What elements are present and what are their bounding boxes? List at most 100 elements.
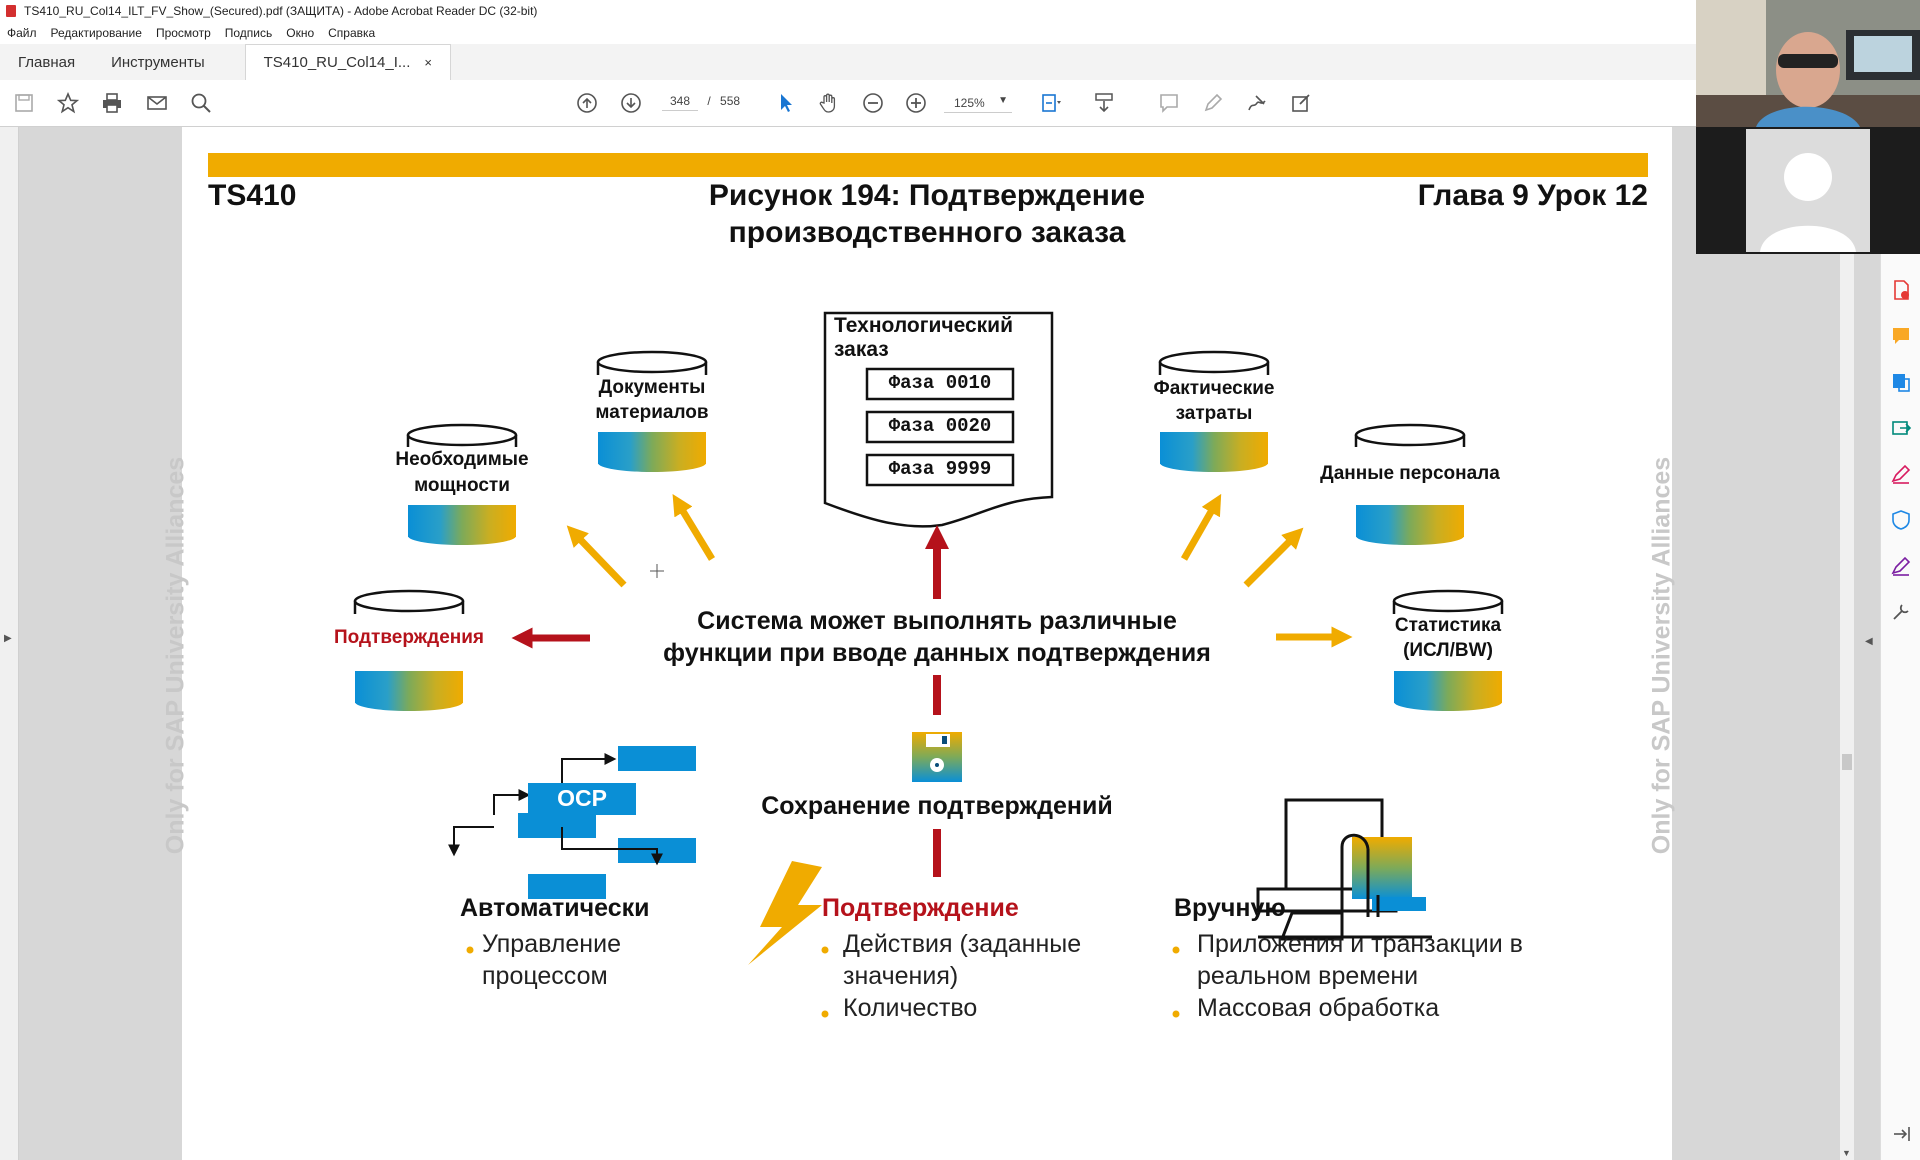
window-titlebar: TS410_RU_Col14_ILT_FV_Show_(Secured).pdf…: [0, 0, 1696, 22]
bullet: [821, 946, 829, 954]
auto-bullet-line1: Управление: [482, 930, 621, 958]
phase-9999: Фаза 9999: [888, 458, 992, 480]
export-convert-icon[interactable]: [1889, 370, 1913, 394]
phase-0020: Фаза 0020: [888, 415, 992, 437]
confirm-title: Подтверждение: [822, 894, 1019, 922]
phase-box-1: [865, 367, 1015, 401]
page-down-icon[interactable]: [619, 91, 643, 115]
arrow-to-documents: [672, 494, 715, 561]
left-collapse-panel[interactable]: ▶: [0, 127, 19, 1160]
slide-chapter: Глава 9 Урок 12: [1417, 179, 1648, 212]
more-tools-icon[interactable]: [1889, 600, 1913, 624]
save-icon[interactable]: [12, 91, 36, 115]
fill-sign-icon[interactable]: [1889, 462, 1913, 486]
db-costs-label-1: Фактические: [1153, 378, 1275, 399]
save-confirmations-label: Сохранение подтверждений: [761, 792, 1113, 820]
zoom-select[interactable]: 125% ▼: [944, 94, 1012, 113]
confirm-bullet1-line2: значения): [843, 962, 959, 990]
bullet: [1172, 946, 1180, 954]
auto-bullet-line2: процессом: [482, 962, 608, 990]
db-docs-label-2: материалов: [595, 402, 709, 423]
slide-title-line1: Рисунок 194: Подтверждение: [708, 179, 1146, 212]
menu-view[interactable]: Просмотр: [155, 26, 211, 40]
slide-course-code: TS410: [208, 179, 297, 212]
scroll-mode-icon[interactable]: [1092, 91, 1116, 115]
db-personnel-label: Данные персонала: [1320, 463, 1500, 484]
ocp-box: [528, 783, 636, 815]
manual-title: Вручную: [1174, 894, 1286, 922]
print-icon[interactable]: [100, 91, 124, 115]
tab-document-label: TS410_RU_Col14_I...: [263, 54, 411, 71]
page-navigator: 348 / 558: [662, 92, 740, 111]
db-statistics-icon: [1392, 589, 1504, 711]
manual-bullet2: Массовая обработка: [1197, 994, 1440, 1022]
arrow-to-personnel: [1243, 527, 1304, 588]
export-pdf-icon[interactable]: [1889, 278, 1913, 302]
menu-sign[interactable]: Подпись: [224, 26, 273, 40]
slide-title-line2: производственного заказа: [728, 216, 1126, 249]
menu-file[interactable]: Файл: [7, 26, 37, 40]
edit-share-icon[interactable]: [1289, 91, 1313, 115]
send-file-icon[interactable]: [1889, 416, 1913, 440]
floppy-disk-icon: [912, 732, 962, 782]
window-title: TS410_RU_Col14_ILT_FV_Show_(Secured).pdf…: [24, 4, 538, 18]
sign-icon[interactable]: [1245, 91, 1269, 115]
db-docs-label-1: Документы: [598, 377, 706, 398]
db-statistics-label-2: (ИСЛ/BW): [1403, 640, 1493, 661]
expand-left-icon[interactable]: ▶: [4, 633, 12, 644]
order-title-line1: Технологический: [834, 314, 1014, 337]
highlight-pen-icon[interactable]: [1201, 91, 1225, 115]
menu-help[interactable]: Справка: [328, 26, 376, 40]
scrollbar-thumb[interactable]: [1842, 754, 1852, 770]
scroll-down-icon[interactable]: ▼: [1842, 1148, 1851, 1158]
zoom-search-icon[interactable]: [189, 91, 213, 115]
select-cursor-icon[interactable]: [774, 91, 798, 115]
pdf-page: TS410 Рисунок 194: Подтверждение произво…: [162, 127, 1676, 1160]
process-diagram: [448, 746, 696, 899]
zoom-out-icon[interactable]: [861, 91, 885, 115]
menu-window[interactable]: Окно: [286, 26, 315, 40]
tab-tools[interactable]: Инструменты: [93, 44, 223, 80]
zoom-in-icon[interactable]: [904, 91, 928, 115]
page-up-icon[interactable]: [575, 91, 599, 115]
confirm-bullet2: Количество: [843, 994, 978, 1022]
tab-document[interactable]: TS410_RU_Col14_I... ×: [244, 44, 451, 80]
tab-home-label: Главная: [18, 53, 76, 71]
tab-home[interactable]: Главная: [0, 44, 93, 80]
right-tools-panel: ◀: [1865, 254, 1920, 1160]
db-costs-icon: [1158, 350, 1270, 472]
fit-page-icon[interactable]: [1038, 91, 1062, 115]
arrow-to-capacity: [566, 525, 627, 588]
page-total: 558: [720, 94, 741, 108]
mail-icon[interactable]: [145, 91, 169, 115]
video-participant-1: [1696, 0, 1920, 127]
ocp-label: ОСР: [557, 785, 607, 811]
zoom-value: 125%: [954, 96, 985, 110]
slide-graphic: [208, 153, 1648, 1018]
video-participant-2: [1696, 127, 1920, 254]
db-costs-label-2: затраты: [1175, 403, 1253, 424]
db-capacity-label-1: Необходимые: [395, 449, 529, 470]
webcam-feed: [1696, 0, 1920, 127]
signature-request-icon[interactable]: [1889, 554, 1913, 578]
page-number-input[interactable]: 348: [662, 92, 698, 111]
bullet: [466, 946, 474, 954]
db-capacity-icon: [406, 423, 518, 545]
menu-bar: Файл Редактирование Просмотр Подпись Окн…: [0, 22, 1696, 44]
star-icon[interactable]: [56, 91, 80, 115]
header-band: [208, 153, 1648, 177]
phase-0010: Фаза 0010: [888, 372, 992, 394]
confirm-bullet1-line1: Действия (заданные: [843, 930, 1082, 958]
close-icon[interactable]: ×: [424, 55, 432, 70]
db-confirmations-label: Подтверждения: [333, 627, 485, 648]
expand-panel-icon[interactable]: [1889, 1122, 1913, 1146]
hand-tool-icon[interactable]: [817, 91, 841, 115]
shield-icon[interactable]: [1889, 508, 1913, 532]
vertical-scrollbar[interactable]: ▼: [1840, 254, 1854, 1160]
menu-edit[interactable]: Редактирование: [50, 26, 142, 40]
comment-icon[interactable]: [1157, 91, 1181, 115]
collapse-right-panel-icon[interactable]: ◀: [1865, 636, 1873, 647]
tab-bar: Главная Инструменты TS410_RU_Col14_I... …: [0, 44, 1696, 81]
comment-tool-icon[interactable]: [1889, 324, 1913, 348]
order-title-line2: заказ: [834, 338, 889, 361]
